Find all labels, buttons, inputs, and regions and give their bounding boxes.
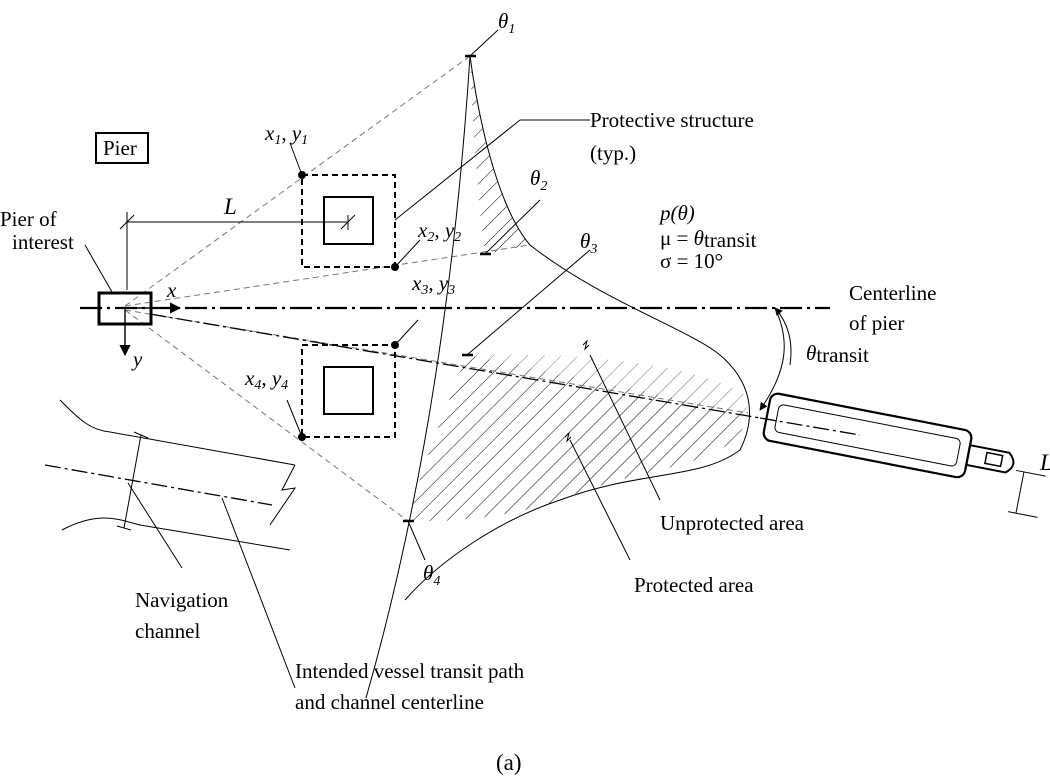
channel-bank-lower [61, 517, 291, 551]
protective-structure-upper [301, 174, 396, 268]
protected-area-lower [408, 355, 748, 522]
probability-curve [404, 55, 750, 601]
channel-bank-upper [59, 399, 296, 466]
theta4-label: θ [423, 561, 433, 585]
vessel-dimension-label: L [1039, 450, 1050, 475]
L-label: L [223, 194, 237, 219]
navigation-channel-label: Navigation [135, 588, 229, 612]
transit-path [149, 313, 761, 419]
theta1-label: θ [498, 9, 508, 33]
svg-text:channel: channel [135, 619, 200, 643]
svg-text:x4, y4: x4, y4 [244, 366, 288, 393]
svg-text:x1, y1: x1, y1 [264, 121, 308, 148]
centerline-label: Centerline [849, 281, 936, 305]
figure-caption: (a) [496, 750, 522, 775]
vessel [762, 392, 1046, 518]
svg-text:θ4: θ4 [423, 561, 440, 589]
svg-text:θ1: θ1 [498, 9, 515, 37]
vessel-path-label: Intended vessel transit path [295, 659, 525, 683]
p-theta-label: p(θ) [658, 201, 695, 225]
svg-text:θ2: θ2 [530, 166, 547, 194]
svg-text:σ = 10°: σ = 10° [660, 249, 723, 273]
protective-structure-label: Protective structure [590, 108, 754, 132]
x-axis-label: x [166, 278, 177, 302]
sightline-theta2 [124, 244, 531, 307]
unprotected-area [467, 354, 748, 413]
svg-text:and channel centerline: and channel centerline [295, 690, 484, 714]
theta-transit-label: θ [806, 341, 816, 365]
theta2-label: θ [530, 166, 540, 190]
pier-of-interest-label: Pier of [0, 207, 57, 231]
pier-label: Pier [103, 136, 137, 160]
svg-text:μ = θtransit: μ = θtransit [660, 226, 757, 252]
svg-text:interest: interest [12, 230, 74, 254]
svg-text:x3, y3: x3, y3 [411, 271, 455, 298]
svg-text:θtransit: θtransit [806, 341, 869, 367]
sightline-theta1 [124, 55, 471, 307]
svg-text:(typ.): (typ.) [590, 141, 636, 165]
svg-text:of pier: of pier [849, 311, 904, 335]
pier-label-box [95, 132, 149, 164]
protective-structure-lower [301, 344, 396, 438]
unprotected-area-label: Unprotected area [660, 511, 805, 535]
theta3-label: θ [580, 229, 590, 253]
svg-text:θ3: θ3 [580, 229, 597, 257]
protected-area-label: Protected area [634, 573, 754, 597]
sightline-theta4 [124, 309, 409, 522]
protected-area-upper [470, 56, 530, 254]
svg-text:x2, y2: x2, y2 [417, 218, 461, 245]
sightline-theta3 [124, 309, 749, 414]
theta-arc [365, 55, 471, 699]
y-axis-label: y [131, 347, 143, 371]
